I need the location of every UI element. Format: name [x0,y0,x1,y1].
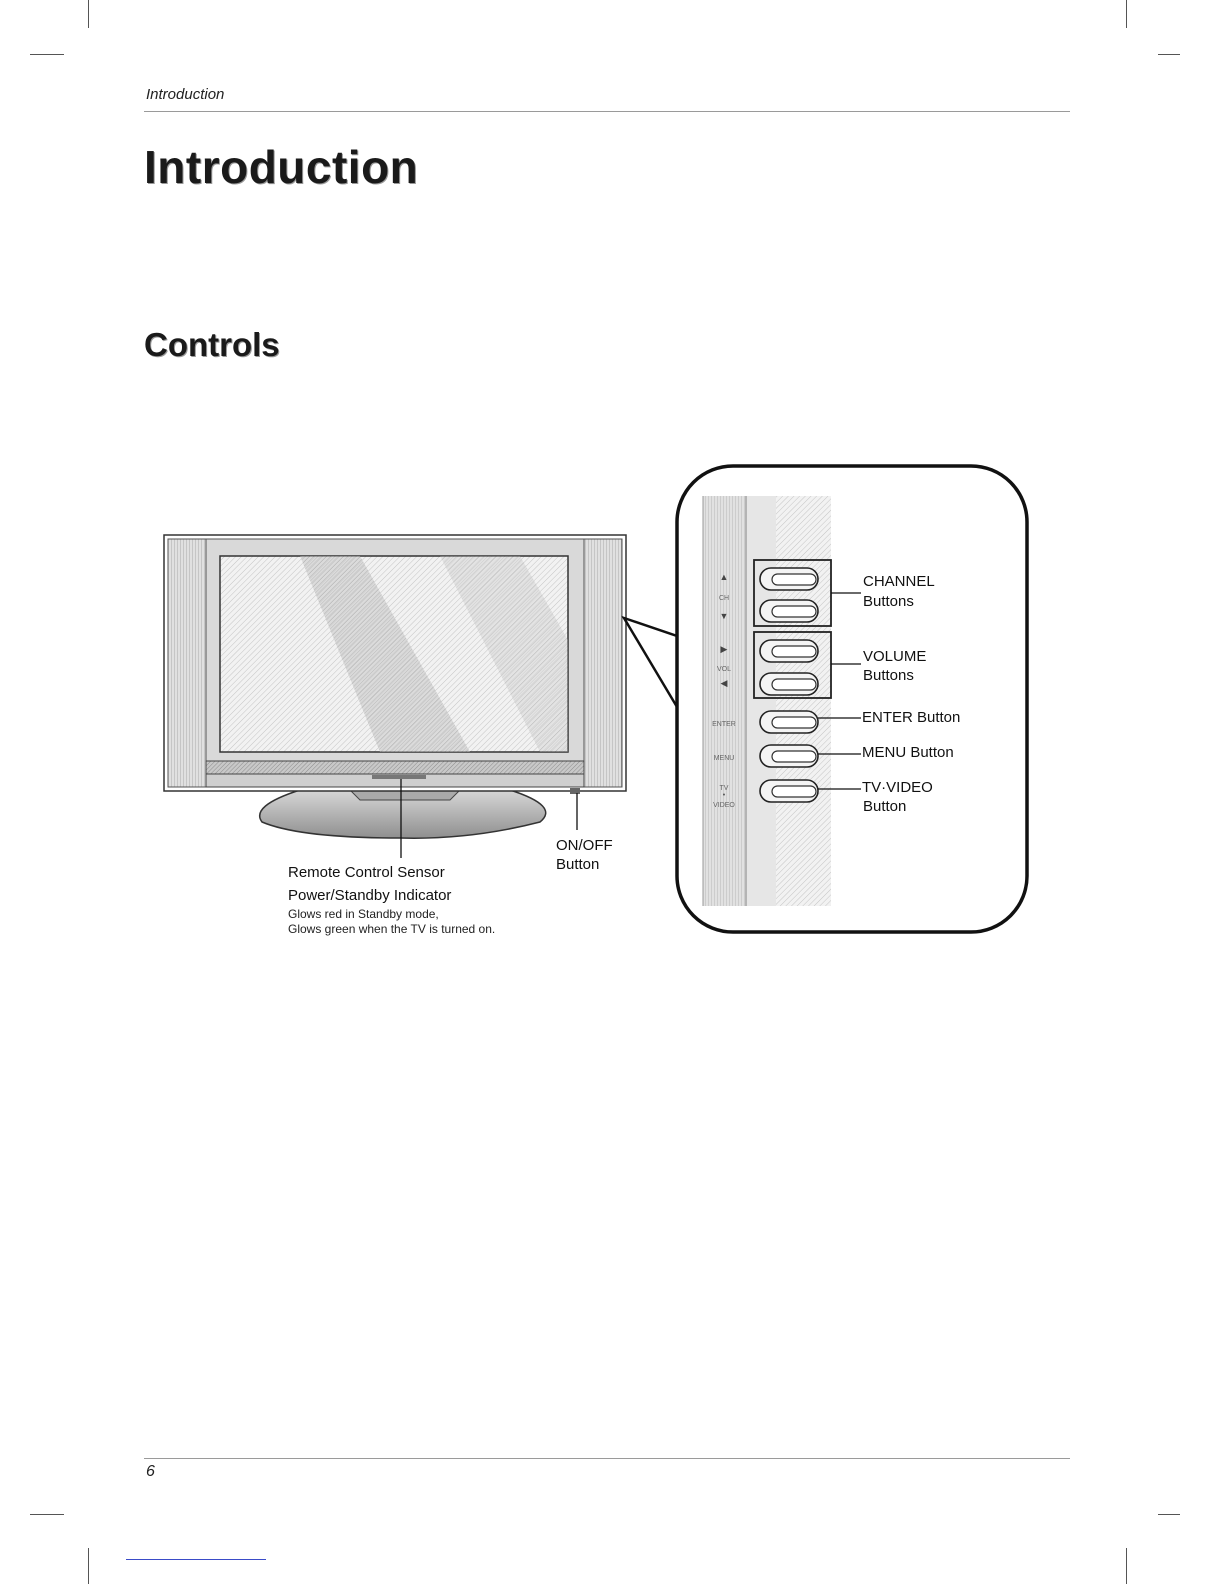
vol-down-button [760,673,818,695]
panel-label-enter: ENTER [712,721,736,728]
crop-mark [88,1548,89,1584]
enter-button [760,711,818,733]
up-arrow-icon: ▲ [720,572,729,582]
panel-label-vol: VOL [717,666,731,673]
volume-label: VOLUME [863,647,926,666]
ch-down-button [760,600,818,622]
page-number: 6 [146,1463,155,1481]
tvvideo-label: TV·VIDEO [862,778,933,797]
link-underline [126,1559,266,1560]
left-arrow-icon: ◀ [721,678,728,688]
crop-mark [1158,1514,1180,1515]
power-indicator-label: Power/Standby Indicator [288,886,451,905]
crop-mark [30,1514,64,1515]
channel-label-2: Buttons [863,592,914,611]
menu-button [760,745,818,767]
side-control-panel [703,496,831,906]
tv-body [164,535,626,794]
onoff-label-2: Button [556,855,599,874]
footer-rule [144,1458,1070,1459]
tv-stand [260,790,546,838]
tvvideo-label-2: Button [863,797,906,816]
remote-sensor-label: Remote Control Sensor [288,863,445,882]
panel-label-video: VIDEO [713,802,735,809]
vol-up-button [760,640,818,662]
indicator-note-green: Glows green when the TV is turned on. [288,922,495,936]
panel-label-ch: CH [719,595,729,602]
right-arrow-icon: ▶ [721,644,728,654]
ch-up-button [760,568,818,590]
panel-label-menu: MENU [714,755,735,762]
menu-label: MENU Button [862,743,954,762]
panel-label-tv: TV [720,785,729,792]
channel-label: CHANNEL [863,572,935,591]
down-arrow-icon: ▼ [720,611,729,621]
indicator-note-red: Glows red in Standby mode, [288,907,439,921]
enter-label: ENTER Button [862,708,960,727]
volume-label-2: Buttons [863,666,914,685]
tv-video-button [760,780,818,802]
onoff-label: ON/OFF [556,836,613,855]
crop-mark [1126,1548,1127,1584]
